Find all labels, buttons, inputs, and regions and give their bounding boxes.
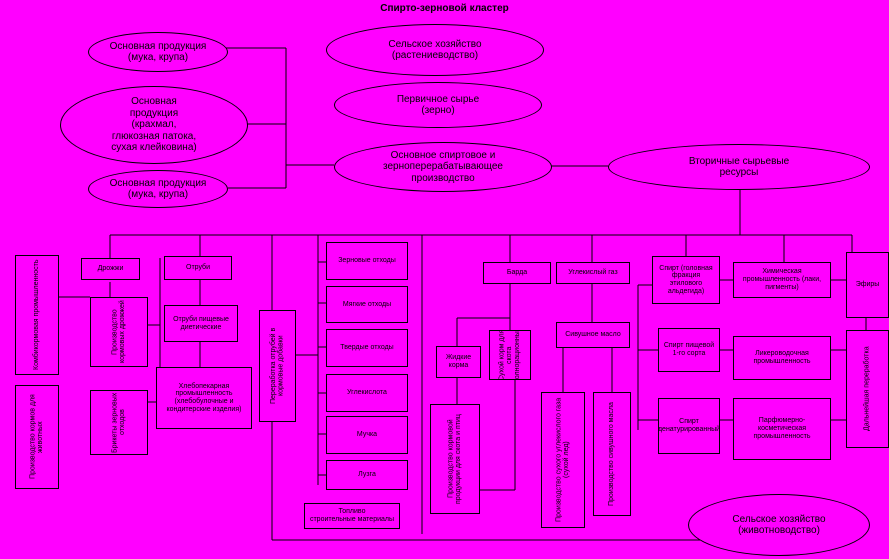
box-proizv-sukhogo: Производство сухого углекислого газа (су… <box>541 392 585 528</box>
box-muchka: Мучка <box>326 416 408 454</box>
box-stroy-mat: Топливо строительные материалы <box>304 503 400 529</box>
box-efiry: Эфиры <box>846 252 889 318</box>
box-proizv-kormov: Производство кормовых дрожжей <box>90 297 148 367</box>
box-vertical-right: Дальнейшая переработка <box>846 330 889 448</box>
box-otrubi: Отруби <box>164 256 232 280</box>
box-tverdye: Твердые отходы <box>326 329 408 367</box>
box-left-1: Комбикормовая промышленность <box>15 255 59 375</box>
box-spirt-eag: Спирт (головная фракция этилового альдег… <box>652 256 720 304</box>
box-barda: Барда <box>483 262 551 284</box>
box-proizv-sivushnogo: Производство сивушного масла <box>593 392 631 516</box>
node-secondary-raw: Вторичные сырьевые ресурсы <box>608 144 870 190</box>
box-parfum: Парфюмерно-косметическая промышленность <box>733 398 831 460</box>
box-drozhzhi: Дрожжи <box>81 258 140 280</box>
box-spirt-denat: Спирт денатурированный <box>658 398 720 454</box>
box-zernovye-otkhody: Зерновые отходы <box>326 242 408 280</box>
box-brykety: Брикеты зерновых отходов <box>90 390 148 455</box>
node-agri-livestock: Сельское хозяйство (животноводство) <box>688 494 870 556</box>
box-uglekislyi-gaz: Углекислый газ <box>556 262 630 284</box>
box-pererabotka-otrubey: Переработка отрубей в кормовые добавки <box>259 310 296 422</box>
box-sivushnoe: Сивушное масло <box>556 322 630 348</box>
node-agri-crop: Сельское хозяйство (растениеводство) <box>326 24 544 76</box>
box-khleb-prom: Хлебопекарная промышленность (хлебобулоч… <box>156 367 252 429</box>
page-title: Спирто-зерновой кластер <box>380 3 509 14</box>
box-khim-prom: Химическая промышленность (лаки, пигмент… <box>733 262 831 298</box>
box-sukhie-korma: Сухой корм для скота полнорационный <box>489 330 531 380</box>
box-uglekislota: Углекислота <box>326 374 408 412</box>
box-spirt-1sort: Спирт пищевой 1-го сорта <box>658 328 720 372</box>
box-otrubi-pish: Отруби пищевые диетические <box>164 305 238 342</box>
box-left-2: Производство кормов для животных <box>15 385 59 489</box>
box-zhidkie-korma: Жидкие корма <box>436 346 481 378</box>
box-likero: Ликероводочная промышленность <box>733 336 831 380</box>
box-luzga: Лузга <box>326 460 408 490</box>
node-main-product-2: Основная продукция (крахмал, глюкозная п… <box>60 86 248 164</box>
node-main-product-3: Основная продукция (мука, крупа) <box>88 170 228 208</box>
node-core-production: Основное спиртовое и зерноперерабатывающ… <box>334 142 552 192</box>
node-primary-raw: Первичное сырье (зерно) <box>334 82 542 128</box>
box-proizv-zhidkogo: Производство кормовой продукции для скот… <box>430 404 480 514</box>
box-myagkie: Мягкие отходы <box>326 286 408 323</box>
node-main-product-1: Основная продукция (мука, крупа) <box>88 32 228 72</box>
